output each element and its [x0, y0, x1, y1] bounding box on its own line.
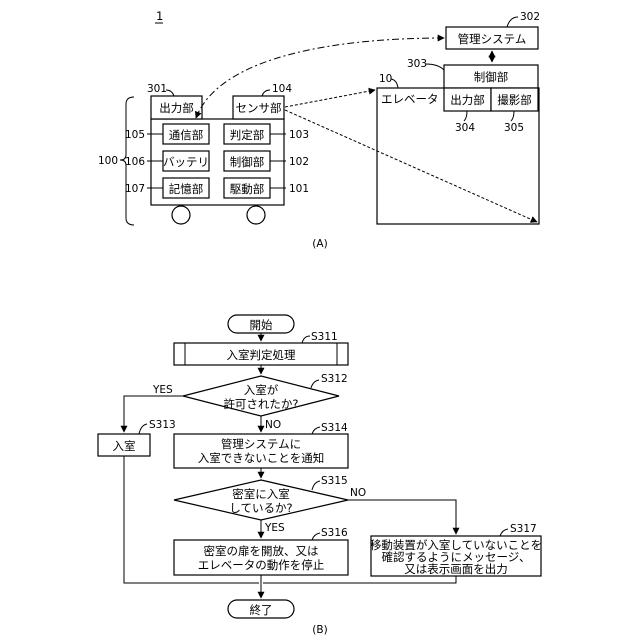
- elevator-camera-unit-label: 撮影部: [497, 93, 532, 107]
- sensor-to-elevator-arrow: [285, 90, 375, 107]
- robot-output-unit-label: 出力部: [159, 101, 194, 115]
- block-judgment-label: 判定部: [230, 128, 265, 142]
- ref-301: 301: [147, 83, 167, 95]
- robot-sensor-unit-label: センサ部: [236, 101, 282, 115]
- step-s313-ref: S313: [149, 419, 176, 431]
- ref-100: 100: [98, 155, 118, 167]
- step-s314-ref: S314: [321, 422, 348, 434]
- decision-s315-ref: S315: [321, 475, 348, 487]
- step-s313-label: 入室: [113, 439, 136, 453]
- elevator-control-unit-label: 制御部: [474, 70, 509, 84]
- elevator-output-unit-label: 出力部: [450, 93, 485, 107]
- s315-no-label: NO: [350, 487, 366, 499]
- block-battery-label: バッテリ: [163, 155, 209, 169]
- ref-106: 106: [125, 156, 145, 168]
- flow-end-label: 終了: [250, 603, 273, 617]
- block-communication-label: 通信部: [169, 128, 204, 142]
- s312-no-label: NO: [265, 419, 281, 431]
- part-a-label: (A): [312, 238, 327, 250]
- diagram-part-b: 開始 入室判定処理 S311 入室が 許可されたか? S312 YES 入室 S…: [98, 315, 542, 636]
- robot-wheel-right: [247, 206, 265, 224]
- step-s316-line2: エレベータの動作を停止: [198, 558, 325, 572]
- decision-s315-line1: 密室に入室: [232, 487, 290, 501]
- ref-305: 305: [504, 122, 524, 134]
- block-drive-label: 駆動部: [230, 182, 265, 196]
- flow-start-label: 開始: [250, 318, 273, 332]
- ref-10: 10: [379, 73, 392, 85]
- ref-103: 103: [289, 129, 309, 141]
- decision-s315-line2: しているか?: [229, 501, 292, 515]
- step-s311-ref: S311: [311, 331, 338, 343]
- s312-yes-label: YES: [152, 384, 173, 396]
- ref-102: 102: [289, 156, 309, 168]
- step-s317-line3: 又は表示画面を出力: [404, 562, 508, 576]
- robot-wheel-left: [172, 206, 190, 224]
- step-s316-line1: 密室の扉を開放、又は: [204, 544, 319, 558]
- step-s314-line2: 入室できないことを通知: [198, 451, 325, 465]
- decision-s312-line1: 入室が: [244, 383, 279, 397]
- decision-s312-ref: S312: [321, 373, 348, 385]
- ref-107: 107: [125, 183, 145, 195]
- ref-304: 304: [455, 122, 475, 134]
- step-s314-line1: 管理システムに: [221, 437, 301, 451]
- ref-105: 105: [125, 129, 145, 141]
- decision-s312-line2: 許可されたか?: [223, 397, 298, 411]
- step-s311-label: 入室判定処理: [227, 348, 296, 362]
- ref-101: 101: [289, 183, 309, 195]
- diagram-part-a: 出力部 センサ部 通信部 判定部 バッテリ 制御部 記憶部 駆動部 100 10…: [98, 11, 540, 250]
- ref-303: 303: [407, 58, 427, 70]
- ref-302: 302: [520, 11, 540, 23]
- part-b-label: (B): [312, 624, 327, 636]
- step-s317-ref: S317: [510, 523, 537, 535]
- figure-number: 1: [156, 9, 163, 23]
- ref-104: 104: [272, 83, 292, 95]
- management-system-label: 管理システム: [458, 32, 527, 46]
- block-control-label: 制御部: [230, 155, 265, 169]
- elevator-label: エレベータ: [381, 92, 439, 106]
- step-s316-ref: S316: [321, 527, 348, 539]
- block-storage-label: 記憶部: [169, 182, 204, 196]
- s315-yes-label: YES: [264, 522, 285, 534]
